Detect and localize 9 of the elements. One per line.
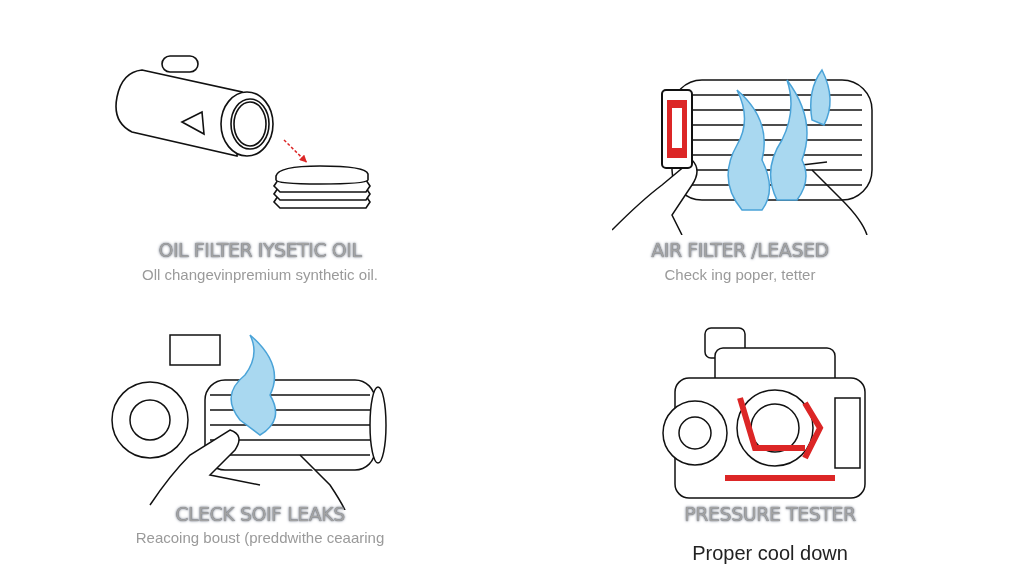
caption-heading: OIL FILTER IYSETIC OIL <box>158 238 362 263</box>
caption-heading: AIR FILTER /LEASED <box>651 238 829 263</box>
caption-heading: PRESSURE TESTER <box>684 502 856 527</box>
caption-text: Proper cool down <box>692 541 848 566</box>
dashed-arrow <box>283 139 308 163</box>
caption-text: Oll changevinpremium synthetic oil. <box>142 265 378 285</box>
caption-text: Reacoing boust (preddwithe ceaaring <box>135 528 385 548</box>
caption-heading: CLECK SOIF LEAKS <box>175 502 345 527</box>
caption-text: Check ing poper, tetter <box>664 265 816 285</box>
